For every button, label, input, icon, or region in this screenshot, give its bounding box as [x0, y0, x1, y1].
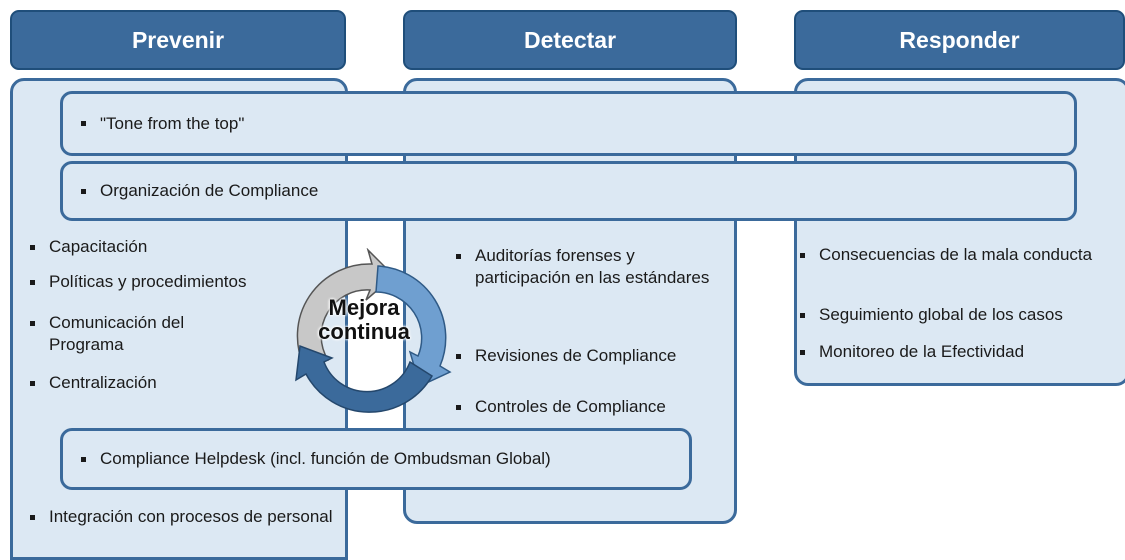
cycle-arrow-bottom — [295, 344, 434, 413]
prevenir-item-label: Comunicación del Programa — [49, 313, 185, 354]
prevenir-item: Centralización — [30, 372, 330, 394]
bullet-icon — [30, 280, 35, 285]
bullet-icon — [30, 381, 35, 386]
responder-item-label: Monitoreo de la Efectividad — [819, 342, 1025, 361]
header-detectar-label: Detectar — [523, 26, 617, 53]
cycle-arrows-icon — [295, 248, 452, 413]
detectar-item-label: Controles de Compliance — [475, 397, 666, 416]
prevenir-item: Capacitación — [30, 236, 330, 258]
band-helpdesk-label: Compliance Helpdesk (incl. función de Om… — [100, 449, 551, 468]
bullet-icon — [81, 456, 86, 462]
prevenir-item-label: Capacitación — [49, 237, 148, 256]
detectar-item: Revisiones de Compliance — [456, 345, 731, 367]
detectar-item: Auditorías forenses y participación en l… — [456, 245, 716, 289]
bullet-icon — [456, 354, 461, 359]
bullet-icon — [81, 188, 86, 194]
prevenir-item: Políticas y procedimientos — [30, 271, 330, 293]
detectar-item-label: Revisiones de Compliance — [475, 346, 677, 365]
bullet-icon — [30, 321, 35, 326]
responder-item: Monitoreo de la Efectividad — [800, 341, 1100, 363]
header-prevenir-label: Prevenir — [131, 26, 225, 53]
bullet-icon — [800, 350, 805, 355]
detectar-item-label: Auditorías forenses y participación en l… — [475, 246, 710, 287]
band-organizacion-label: Organización de Compliance — [100, 181, 319, 200]
cycle-label-line1: Mejora — [328, 295, 400, 320]
bullet-icon — [800, 253, 805, 258]
prevenir-item: Comunicación del Programa — [30, 312, 260, 356]
header-responder: Responder — [794, 10, 1125, 70]
responder-item-label: Consecuencias de la mala conducta — [819, 245, 1093, 264]
prevenir-item-label: Centralización — [49, 373, 157, 392]
bullet-icon — [30, 515, 35, 520]
cycle-arrow-right — [375, 265, 452, 388]
band-compliance-helpdesk: Compliance Helpdesk (incl. función de Om… — [60, 428, 692, 490]
prevenir-item: Integración con procesos de personal — [30, 506, 340, 528]
band-tone-label: "Tone from the top" — [100, 113, 245, 133]
cycle-arrow-top — [296, 248, 396, 367]
header-prevenir: Prevenir — [10, 10, 346, 70]
detectar-item: Controles de Compliance — [456, 396, 731, 418]
responder-item: Seguimiento global de los casos — [800, 304, 1125, 326]
bullet-icon — [800, 313, 805, 318]
responder-item: Consecuencias de la mala conducta — [800, 244, 1100, 266]
responder-item-label: Seguimiento global de los casos — [819, 305, 1063, 324]
band-tone-from-the-top: "Tone from the top" — [60, 91, 1077, 156]
bullet-icon — [30, 245, 35, 250]
header-detectar: Detectar — [403, 10, 737, 70]
bullet-icon — [456, 254, 461, 259]
prevenir-item-label: Políticas y procedimientos — [49, 272, 247, 291]
prevenir-item-label: Integración con procesos de personal — [49, 507, 333, 526]
band-organizacion-compliance: Organización de Compliance — [60, 161, 1077, 221]
bullet-icon — [456, 405, 461, 410]
header-responder-label: Responder — [899, 26, 1020, 53]
cycle-label-line2: continua — [318, 319, 410, 344]
cycle-label: Mejora continua — [296, 296, 432, 344]
bullet-icon — [81, 121, 86, 126]
